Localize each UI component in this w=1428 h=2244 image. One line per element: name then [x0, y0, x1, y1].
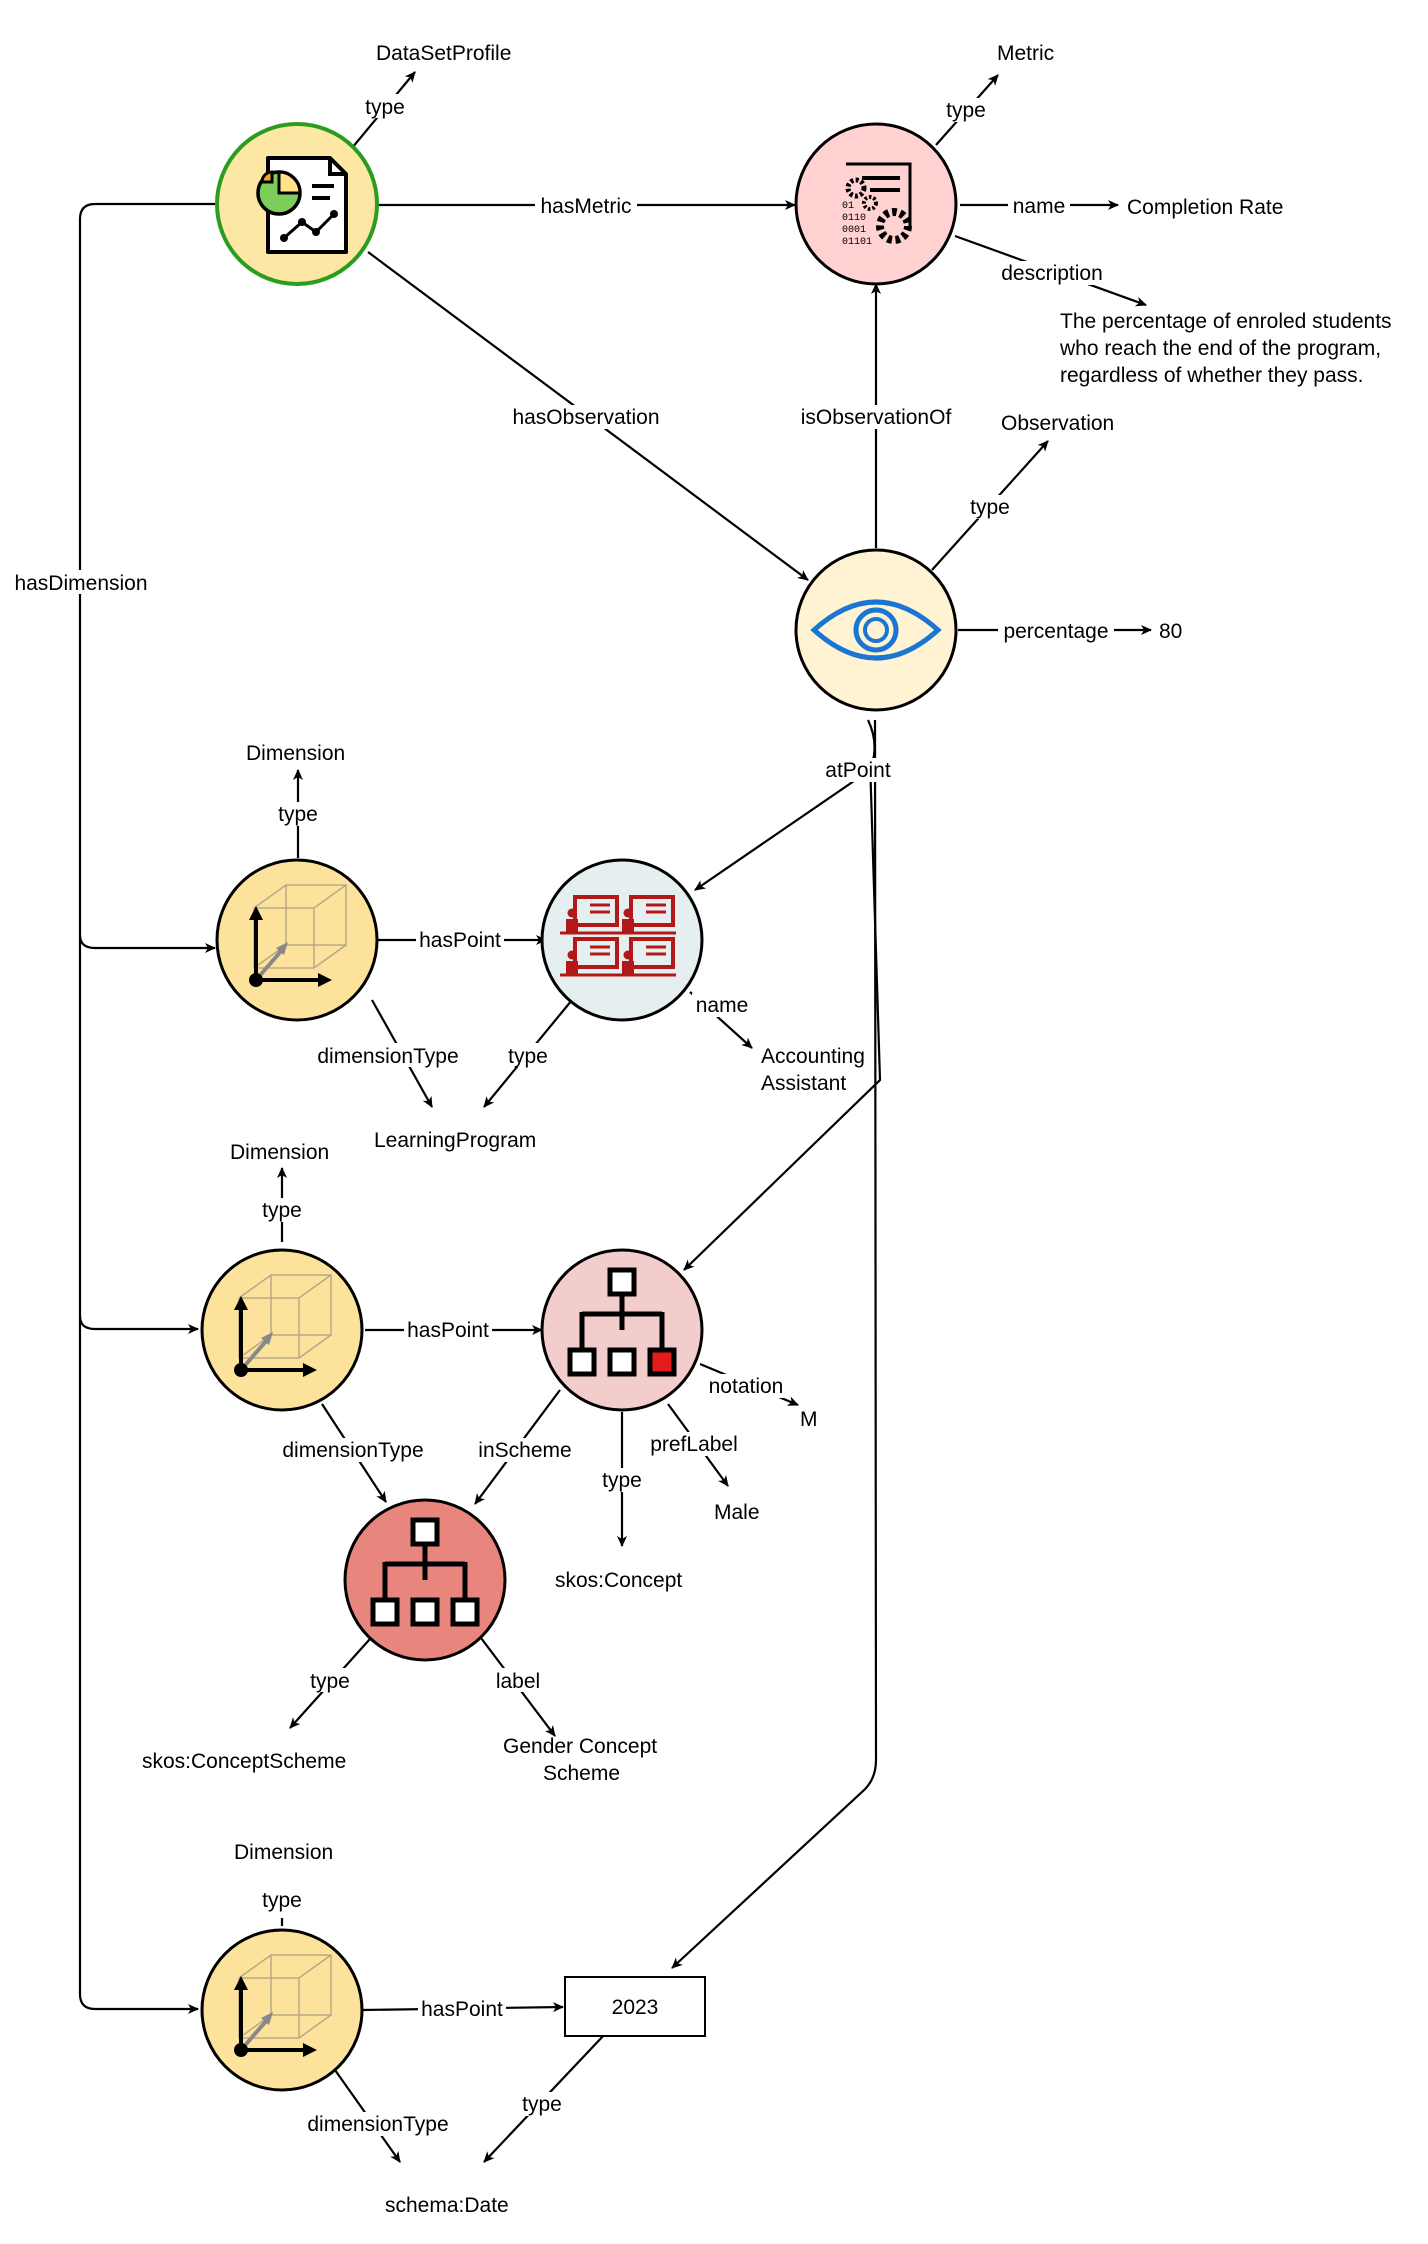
learning-program-text: LearningProgram: [374, 1129, 536, 1152]
label-concept-notation: notation: [709, 1375, 784, 1398]
label-profile-type: type: [365, 96, 405, 119]
concept-scheme-node[interactable]: [343, 1498, 507, 1662]
notation-value-text: M: [800, 1408, 818, 1431]
dimension-node-3[interactable]: [200, 1928, 364, 2092]
edge-has-dimension-2: [78, 1315, 199, 1334]
binary-text-1: 01: [842, 201, 854, 212]
dim3-type-text: Dimension: [234, 1841, 333, 1864]
label-obs-type: type: [970, 496, 1010, 519]
edge-at-point-program: [694, 719, 876, 891]
program-name-line-2: Assistant: [761, 1072, 846, 1095]
dataset-profile-node[interactable]: [215, 122, 379, 286]
dim2-type-text: Dimension: [230, 1141, 329, 1164]
scheme-label-line-1: Gender Concept: [503, 1735, 657, 1758]
binary-text-2: 0110: [842, 213, 866, 224]
label-dim3-has-point: hasPoint: [421, 1998, 503, 2021]
year-value: 2023: [612, 1996, 659, 2019]
metric-description-line-2: who reach the end of the program,: [1059, 337, 1381, 360]
label-dim1-has-point: hasPoint: [419, 929, 501, 952]
cube-axes-icon: [249, 884, 347, 987]
metric-gears-icon: 01 0110 0001 01101: [842, 162, 912, 248]
dataset-report-icon: [256, 156, 348, 254]
metric-description-line-1: The percentage of enroled students: [1060, 310, 1392, 333]
metric-node[interactable]: 01 0110 0001 01101: [794, 122, 958, 286]
classroom-presenters-icon: [560, 895, 676, 977]
skos-concept-text: skos:Concept: [555, 1569, 682, 1592]
metric-name-text: Completion Rate: [1127, 196, 1283, 219]
label-has-dimension: hasDimension: [14, 572, 147, 595]
cube-axes-icon: [234, 1954, 332, 2057]
edge-at-point-year: [671, 719, 878, 1969]
label-has-metric: hasMetric: [540, 195, 631, 218]
dimension-node-2[interactable]: [200, 1248, 364, 1412]
label-dim2-dimension-type: dimensionType: [282, 1439, 423, 1462]
preflabel-value-text: Male: [714, 1501, 760, 1524]
label-scheme-type: type: [310, 1670, 350, 1693]
cube-axes-icon: [234, 1274, 332, 1377]
label-dim2-type: type: [262, 1199, 302, 1222]
label-dim3-type: type: [262, 1889, 302, 1912]
binary-text-4: 01101: [842, 237, 872, 248]
label-is-observation-of: isObservationOf: [801, 406, 952, 429]
label-program-type: type: [508, 1045, 548, 1068]
datasetprofile-type-text: DataSetProfile: [376, 42, 511, 65]
label-concept-type: type: [602, 1469, 642, 1492]
label-metric-name: name: [1013, 195, 1066, 218]
label-metric-type: type: [946, 99, 986, 122]
label-program-name: name: [696, 994, 749, 1017]
label-concept-pref-label: prefLabel: [650, 1433, 738, 1456]
label-year-type: type: [522, 2093, 562, 2116]
label-concept-in-scheme: inScheme: [478, 1439, 571, 1462]
observation-node[interactable]: [794, 548, 958, 712]
edge-at-point-concept: [683, 759, 882, 1271]
program-name-line-1: Accounting: [761, 1045, 865, 1068]
learning-program-node[interactable]: [540, 858, 704, 1022]
label-at-point: atPoint: [825, 759, 891, 782]
dimension-node-1[interactable]: [215, 858, 379, 1022]
percentage-value-text: 80: [1159, 620, 1182, 643]
literals: DataSetProfile Metric Completion Rate Th…: [142, 42, 1392, 2217]
label-dim1-dimension-type: dimensionType: [317, 1045, 458, 1068]
hierarchy-icon: [567, 1267, 677, 1377]
scheme-label-line-2: Scheme: [543, 1762, 620, 1785]
label-dim2-has-point: hasPoint: [407, 1319, 489, 1342]
year-node[interactable]: 2023: [564, 1976, 706, 2037]
concept-node[interactable]: [540, 1248, 704, 1412]
label-metric-description: description: [1001, 262, 1103, 285]
label-dim3-dimension-type: dimensionType: [307, 2113, 448, 2136]
binary-text-3: 0001: [842, 225, 866, 236]
edge-has-dimension-trunk: [78, 202, 215, 2011]
hierarchy-icon: [370, 1517, 480, 1627]
edge-labels: type hasMetric hasObservation hasDimensi…: [8, 94, 1114, 2136]
label-has-observation: hasObservation: [512, 406, 659, 429]
schema-date-text: schema:Date: [385, 2194, 509, 2217]
label-dim1-type: type: [278, 803, 318, 826]
observation-type-text: Observation: [1001, 412, 1114, 435]
metric-type-text: Metric: [997, 42, 1054, 65]
skos-conceptscheme-text: skos:ConceptScheme: [142, 1750, 346, 1773]
label-percentage: percentage: [1003, 620, 1108, 643]
dim1-type-text: Dimension: [246, 742, 345, 765]
label-scheme-label: label: [496, 1670, 540, 1693]
edge-has-dimension-1: [78, 934, 216, 953]
eye-icon: [810, 599, 942, 661]
metric-description-line-3: regardless of whether they pass.: [1060, 364, 1364, 387]
